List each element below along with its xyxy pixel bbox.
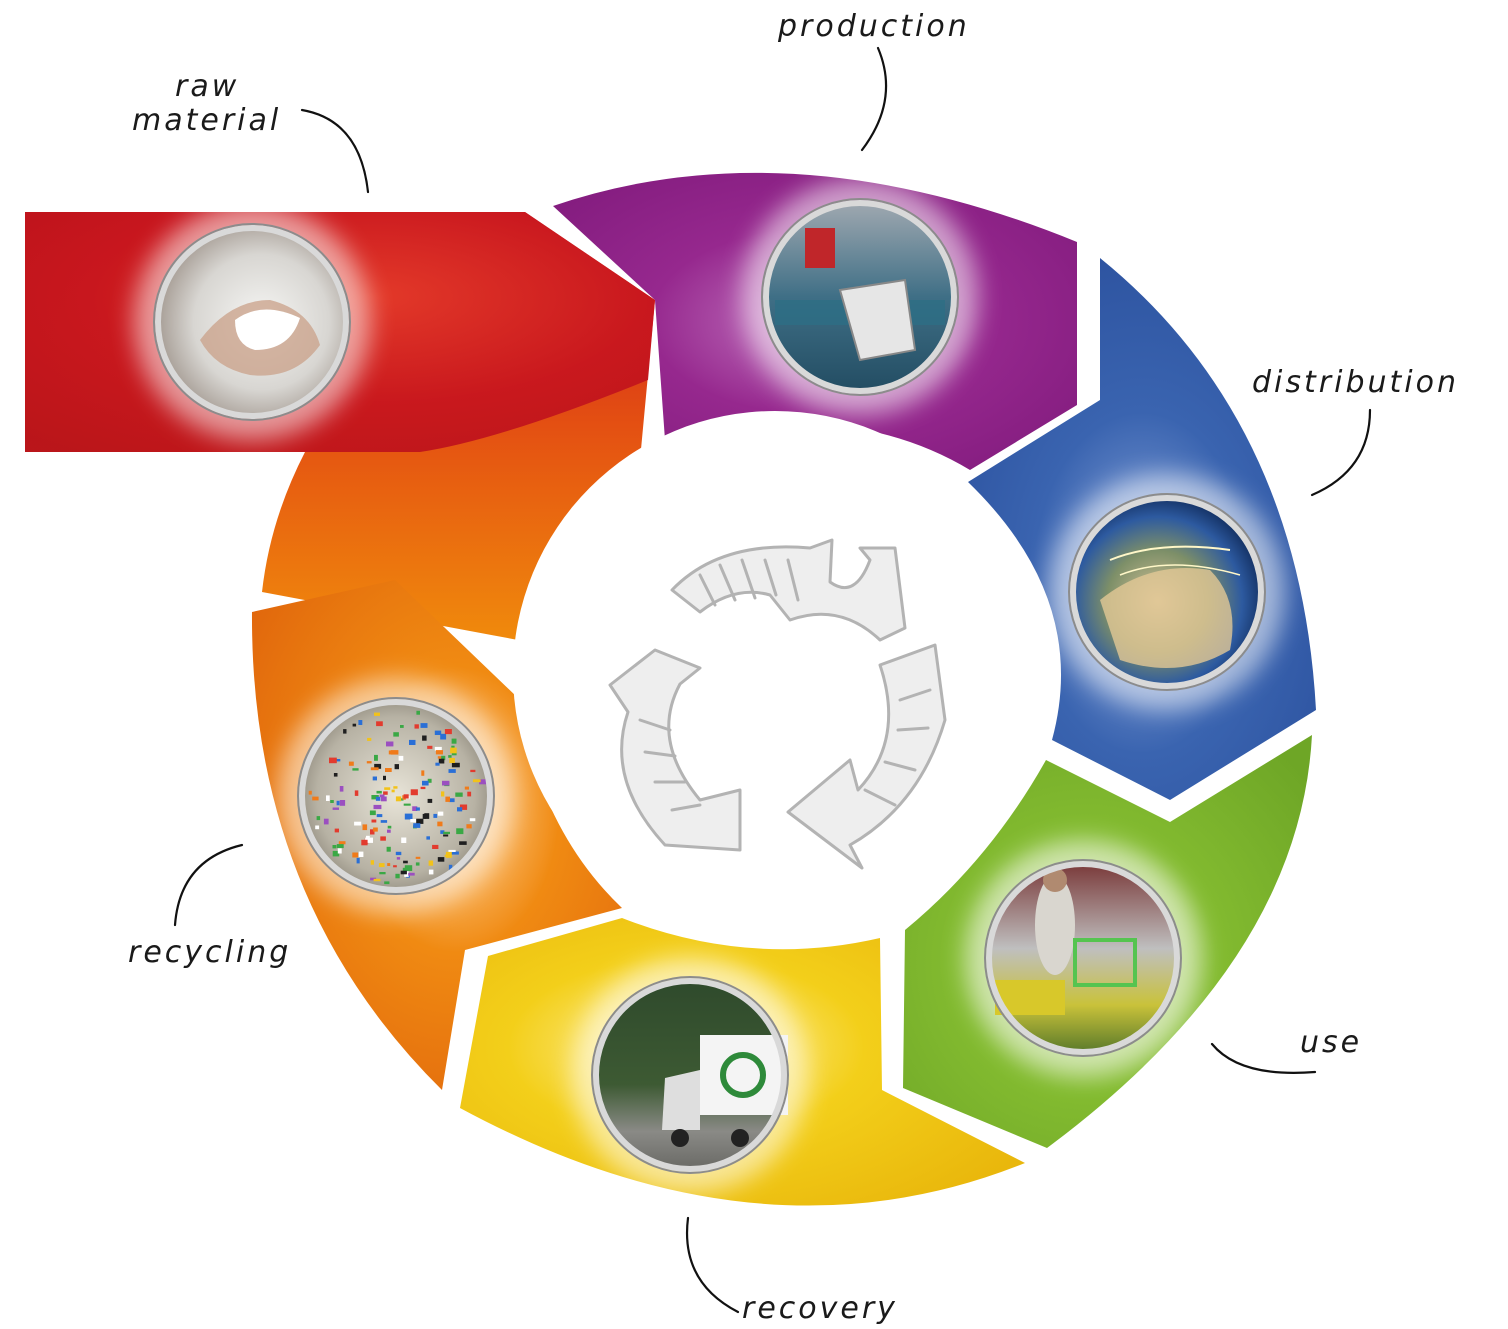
svg-text:recycling: recycling	[128, 935, 291, 970]
label-production: production	[777, 9, 970, 152]
label-recovery: recovery	[686, 1216, 898, 1326]
label-distribution: distribution	[1252, 365, 1459, 497]
factory-production-photo	[742, 179, 978, 415]
svg-text:distribution: distribution	[1252, 365, 1459, 400]
svg-text:use: use	[1300, 1025, 1362, 1060]
recycling-truck-photo	[572, 957, 808, 1193]
label-material: material	[132, 103, 281, 138]
plastic-pellets-photo	[134, 204, 370, 440]
label-recycling: recycling	[128, 843, 291, 970]
center-hub	[513, 411, 1037, 935]
svg-text:production: production	[777, 9, 970, 44]
svg-text:recovery: recovery	[742, 1291, 898, 1326]
label-use: use	[1210, 1025, 1362, 1074]
label-raw: raw	[175, 69, 239, 104]
recycling-arrows-sketch-icon	[608, 538, 947, 870]
globe-photo	[1049, 474, 1285, 710]
recycled-plastic-flakes-photo	[278, 678, 514, 914]
supermarket-shopper-photo	[965, 840, 1201, 1076]
label-raw-material: raw material	[132, 69, 370, 194]
